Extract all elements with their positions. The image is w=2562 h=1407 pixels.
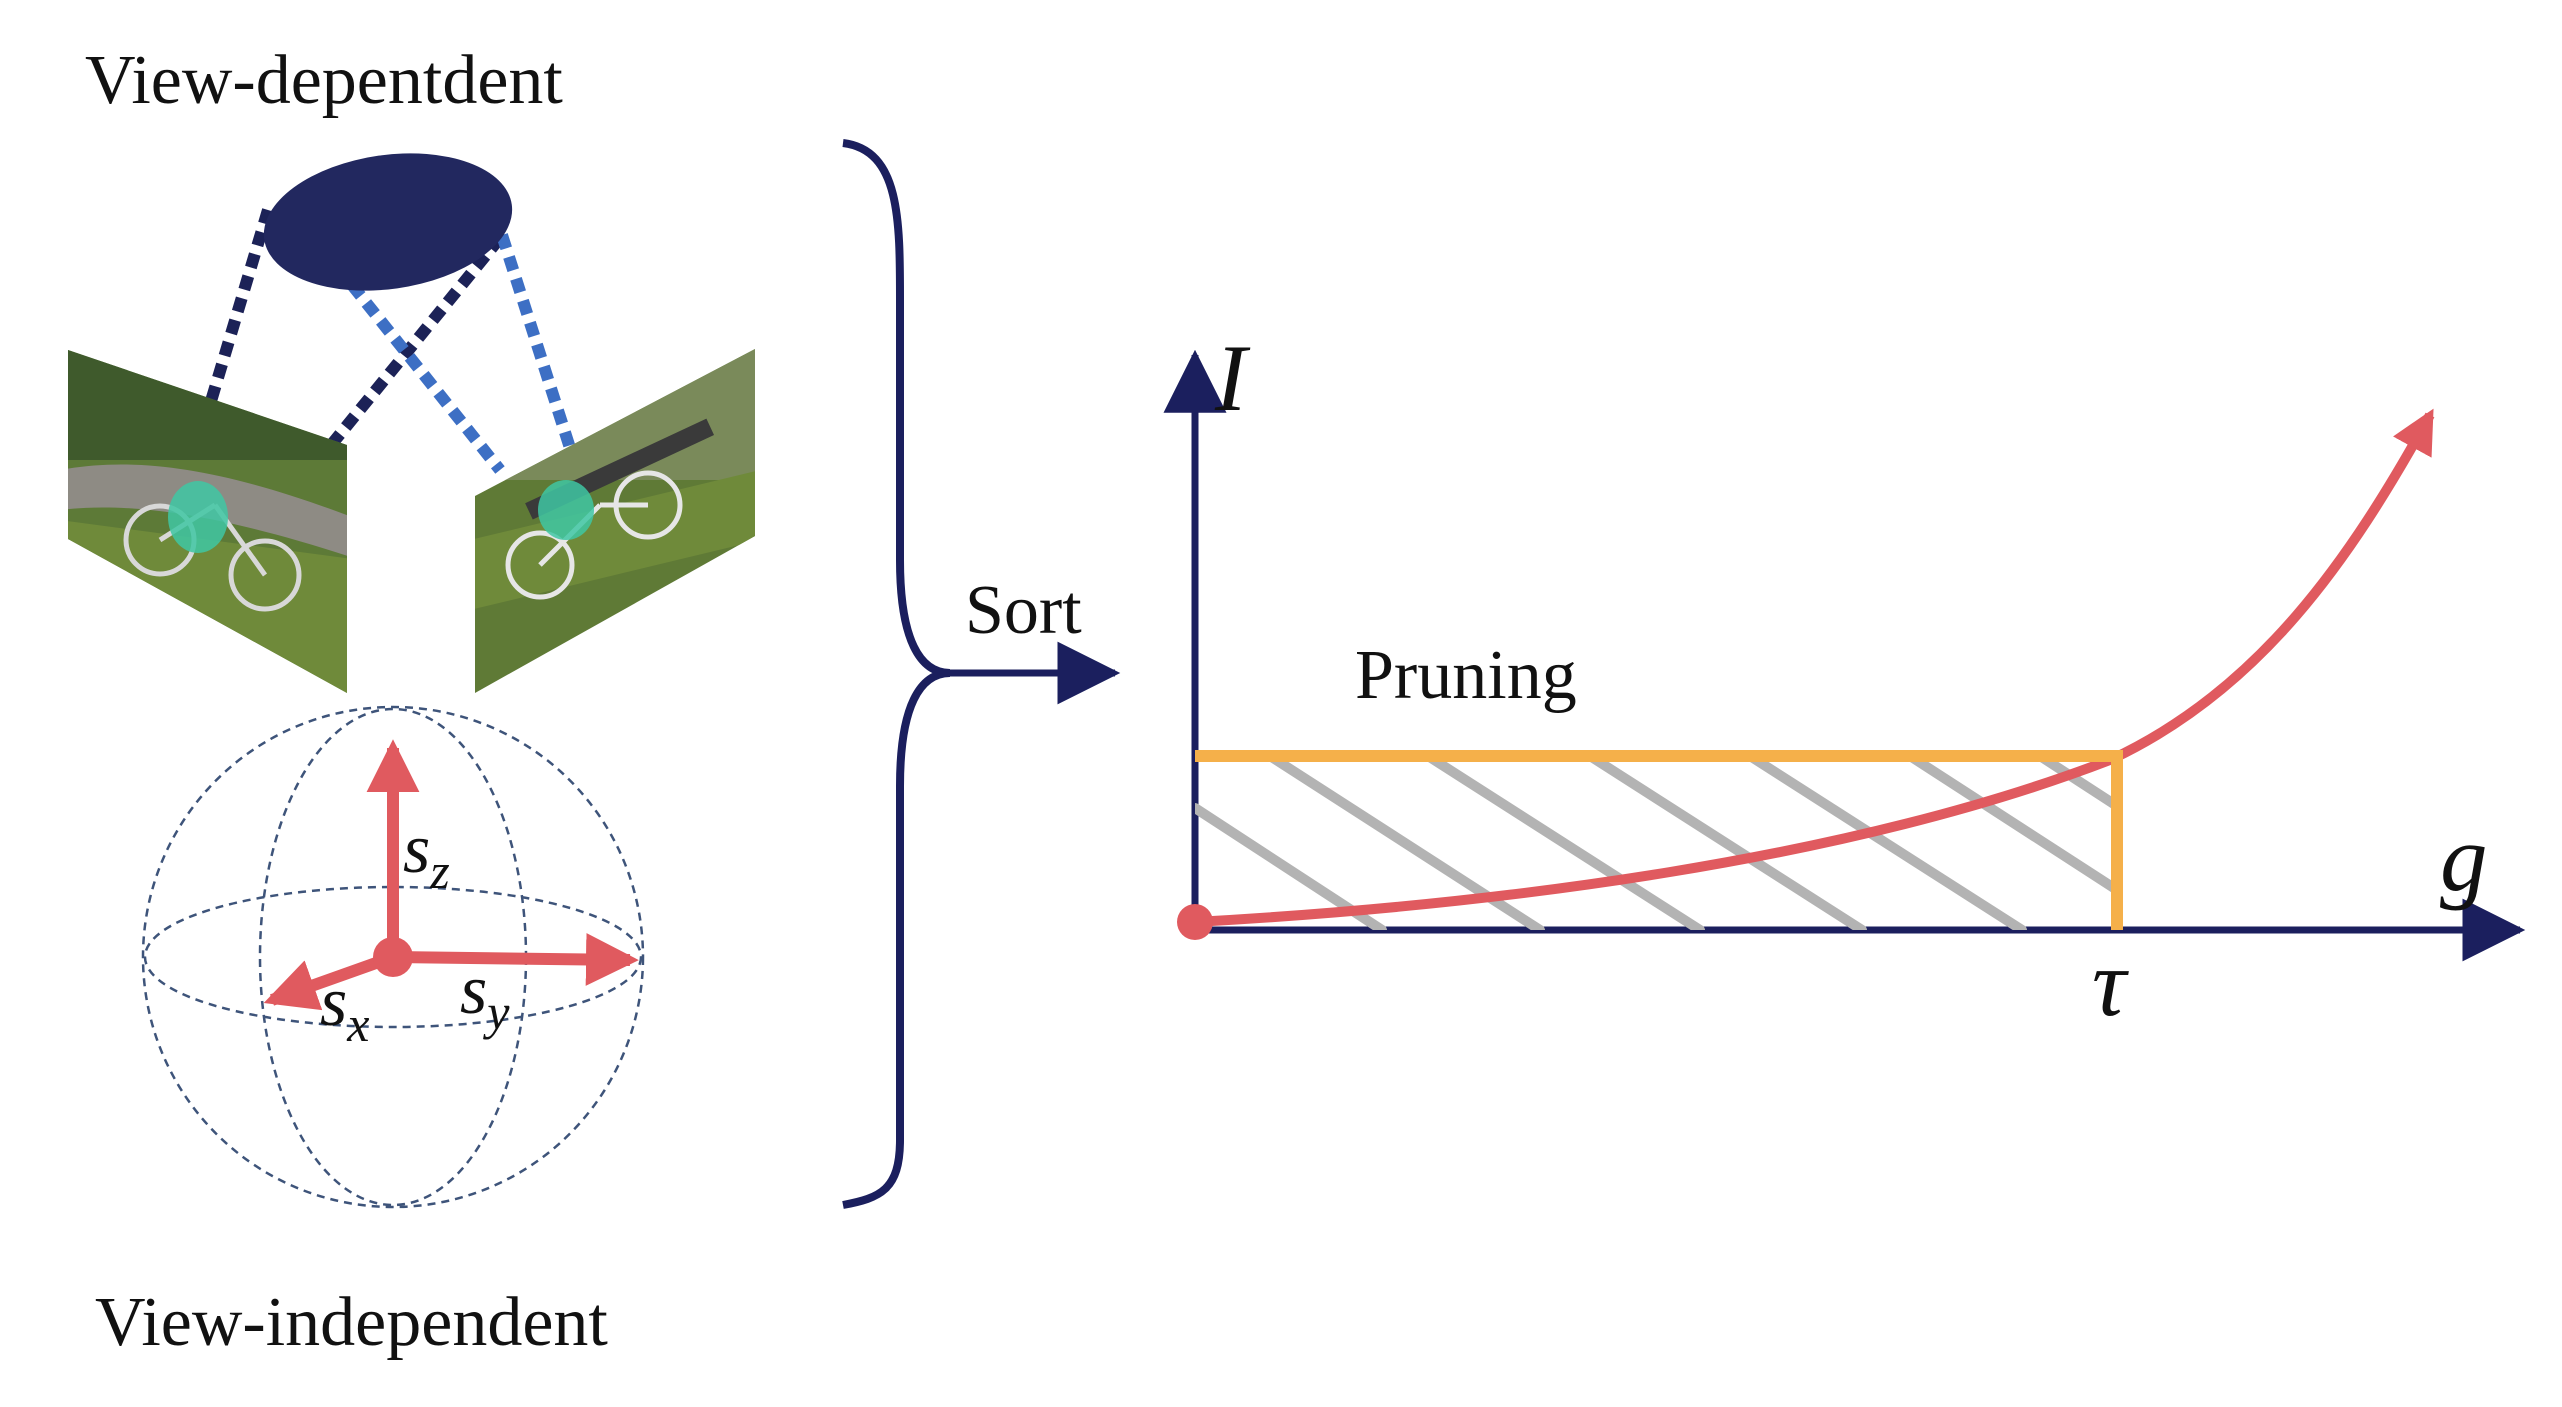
sort-label: Sort [965, 572, 1082, 649]
sphere-center-dot [373, 937, 413, 977]
s-z-label: sz [403, 811, 450, 899]
ray-dark-left [197, 208, 274, 430]
s-x-arrow [263, 951, 396, 1011]
pruning-threshold-box [1195, 750, 2123, 930]
threshold-tau-label: τ [2092, 930, 2129, 1036]
x-axis-label: g [2440, 805, 2488, 911]
ray-light-left [347, 281, 505, 474]
curly-brace-icon [842, 139, 951, 1209]
camera-view-photo-icon [475, 349, 755, 693]
y-axis-label: I [1214, 325, 1251, 431]
view-dependent-label: View-depentdent [85, 42, 563, 119]
pruning-hatch [1195, 751, 2117, 930]
ray-dark-right [291, 234, 505, 492]
s-y-label: sy [460, 952, 510, 1040]
ray-light-right [496, 233, 576, 450]
scale-axes [263, 739, 639, 1011]
importance-curve [1194, 408, 2435, 927]
s-x-label: sx [320, 964, 369, 1052]
pruning-label: Pruning [1355, 637, 1577, 714]
gaussian-ellipsoid-icon [263, 153, 513, 291]
camera-rays [197, 208, 576, 492]
curve-origin-dot [1177, 904, 1213, 940]
s-y-arrow [392, 933, 639, 986]
view-independent-label: View-independent [95, 1284, 608, 1361]
